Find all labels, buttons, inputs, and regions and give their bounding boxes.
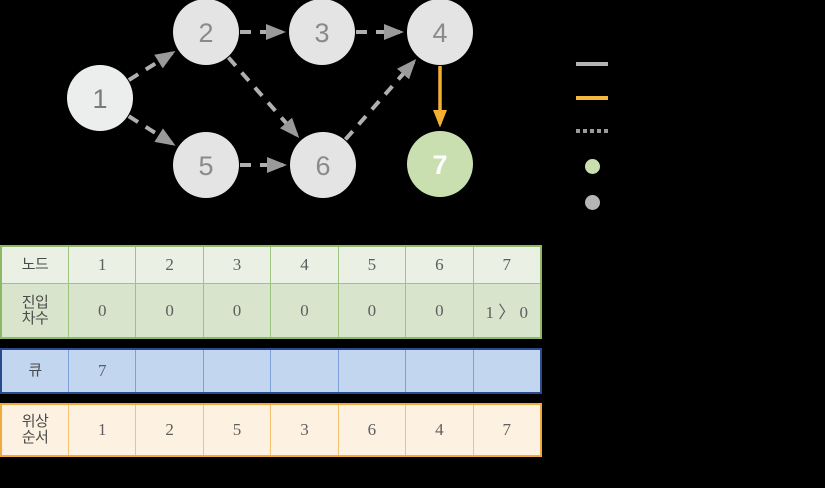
in-degree-cell-1: 0 bbox=[135, 283, 204, 339]
row-label-node: 노드 bbox=[0, 245, 69, 284]
legend-item-edge-normal bbox=[576, 54, 618, 74]
graph-canvas: 1 2 3 4 5 6 7 bbox=[67, 0, 473, 198]
graph-node-4[interactable]: 4 bbox=[407, 0, 473, 65]
legend-item-node-active bbox=[576, 156, 610, 176]
node-cell-3: 4 bbox=[270, 245, 339, 284]
graph-node-label-7: 7 bbox=[432, 150, 447, 180]
order-cell-0: 1 bbox=[67, 403, 137, 457]
legend-item-node-default bbox=[576, 192, 610, 212]
graph-node-circle-5[interactable] bbox=[173, 132, 239, 198]
order-cell-4: 6 bbox=[337, 403, 407, 457]
graph-nodes: 1 2 3 4 5 6 7 bbox=[67, 0, 473, 198]
graph-node-circle-6[interactable] bbox=[290, 132, 356, 198]
legend-dot-gray-swatch bbox=[585, 194, 600, 210]
legend-line-swatch bbox=[576, 62, 608, 66]
graph-node-label-1: 1 bbox=[92, 84, 107, 114]
legend-panel bbox=[560, 0, 825, 230]
graph-node-5[interactable]: 5 bbox=[173, 132, 239, 198]
queue-cell-5 bbox=[405, 348, 474, 394]
row-label-line2: 차수 bbox=[21, 309, 49, 327]
graph-edge-6-4 bbox=[343, 59, 417, 141]
in-degree-cell-3: 0 bbox=[270, 283, 339, 339]
order-cell-1: 2 bbox=[135, 403, 204, 457]
graph-edge-1-5 bbox=[127, 114, 176, 146]
legend-line-orange-swatch bbox=[576, 96, 608, 100]
row-label-queue: 큐 bbox=[0, 348, 69, 394]
queue-cell-3 bbox=[270, 348, 339, 394]
graph-node-3[interactable]: 3 bbox=[289, 0, 355, 65]
order-cell-5: 4 bbox=[405, 403, 474, 457]
row-label-line1: 위상 bbox=[21, 413, 49, 431]
legend-dot-green-swatch bbox=[585, 158, 600, 174]
in-degree-cell-4: 0 bbox=[337, 283, 407, 339]
graph-node-circle-4[interactable] bbox=[407, 0, 473, 65]
graph-node-label-6: 6 bbox=[315, 151, 330, 181]
node-cell-1: 2 bbox=[135, 245, 204, 284]
graph-edge-1-2 bbox=[127, 51, 176, 82]
legend-item-edge-dotted bbox=[576, 121, 618, 141]
graph-node-label-4: 4 bbox=[432, 18, 447, 48]
graph-node-label-3: 3 bbox=[314, 18, 329, 48]
table-row-queue: 큐 7 bbox=[0, 348, 542, 394]
graph-edge-2-6 bbox=[226, 56, 300, 138]
node-cell-6: 7 bbox=[472, 245, 542, 284]
in-degree-cell-2: 0 bbox=[202, 283, 272, 339]
graph-node-circle-7[interactable] bbox=[407, 131, 473, 197]
graph-node-circle-2[interactable] bbox=[173, 0, 239, 65]
node-cell-2: 3 bbox=[202, 245, 272, 284]
graph-node-1[interactable]: 1 bbox=[67, 65, 133, 131]
order-cell-3: 3 bbox=[270, 403, 339, 457]
graph-node-circle-1[interactable] bbox=[67, 65, 133, 131]
queue-cell-0: 7 bbox=[67, 348, 137, 394]
graph-node-label-2: 2 bbox=[198, 18, 213, 48]
queue-cell-6 bbox=[472, 348, 542, 394]
row-label-order: 위상 순서 bbox=[0, 403, 69, 457]
graph-node-label-5: 5 bbox=[198, 151, 213, 181]
queue-table: 큐 7 bbox=[0, 348, 542, 394]
in-degree-cell-5: 0 bbox=[405, 283, 474, 339]
row-label-line1: 진입 bbox=[21, 293, 49, 311]
in-degree-cell-6: 1 〉 0 bbox=[472, 283, 542, 339]
legend-dotted-swatch bbox=[576, 129, 608, 133]
graph-node-2[interactable]: 2 bbox=[173, 0, 239, 65]
legend-item-edge-active bbox=[576, 88, 618, 108]
graph-node-6[interactable]: 6 bbox=[290, 132, 356, 198]
node-cell-0: 1 bbox=[67, 245, 137, 284]
queue-cell-4 bbox=[337, 348, 407, 394]
graph-panel: 1 2 3 4 5 6 7 bbox=[0, 0, 560, 230]
graph-edges bbox=[127, 24, 447, 173]
row-label-in-degree: 진입 차수 bbox=[0, 283, 69, 339]
order-cell-6: 7 bbox=[472, 403, 542, 457]
graph-node-7[interactable]: 7 bbox=[407, 131, 473, 197]
node-cell-5: 6 bbox=[405, 245, 474, 284]
row-label-line2: 순서 bbox=[21, 429, 49, 446]
queue-cell-2 bbox=[202, 348, 272, 394]
in-degree-cell-0: 0 bbox=[67, 283, 137, 339]
queue-cell-1 bbox=[135, 348, 204, 394]
node-cell-4: 5 bbox=[337, 245, 407, 284]
order-cell-2: 5 bbox=[202, 403, 272, 457]
graph-node-circle-3[interactable] bbox=[289, 0, 355, 65]
